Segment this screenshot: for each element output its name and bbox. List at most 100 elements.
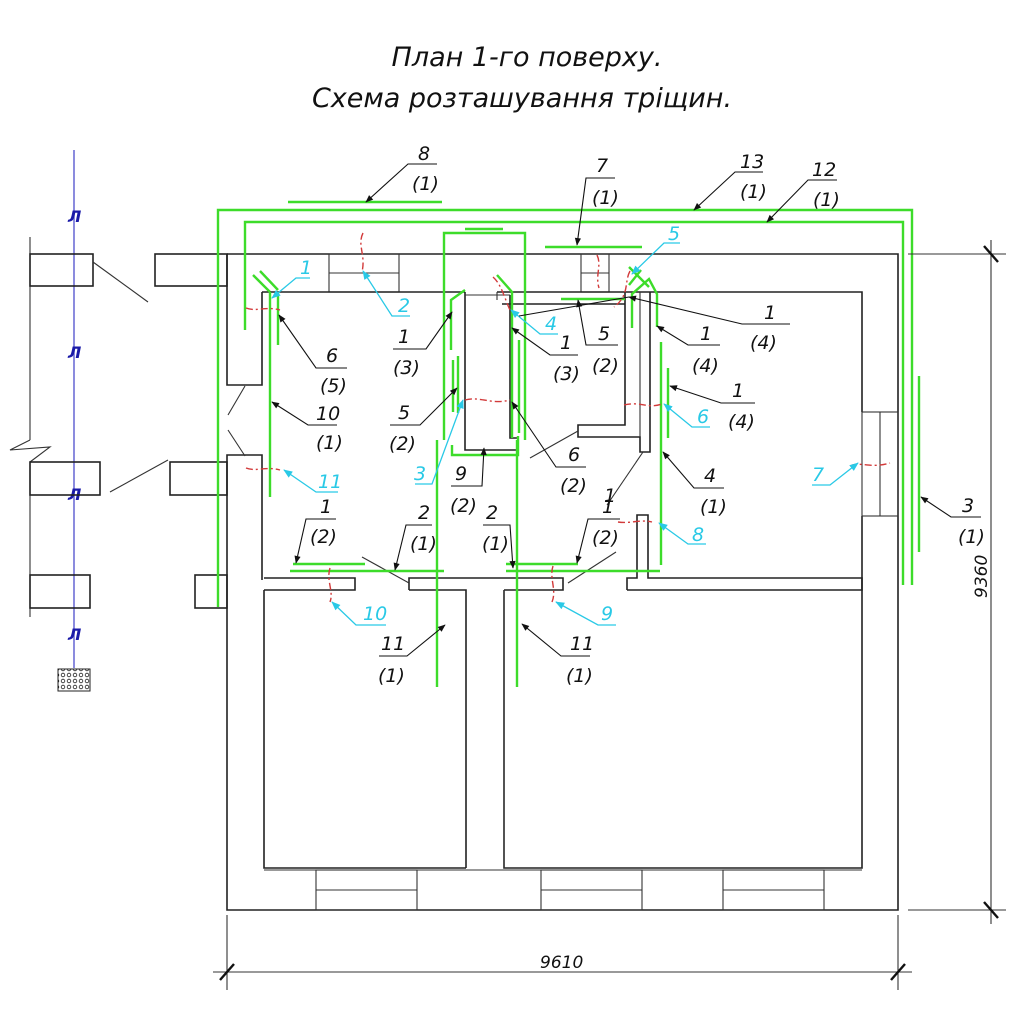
drawing-title-line2: Схема розташування тріщин. [312,83,732,114]
crack-line [328,567,332,603]
crack-line [245,307,281,311]
svg-text:(1): (1) [316,432,343,454]
dimension-width: 9610 [213,915,912,990]
svg-text:(1): (1) [700,496,727,518]
svg-text:6: 6 [326,345,338,367]
svg-text:3: 3 [414,463,426,485]
svg-text:11: 11 [570,633,594,655]
callout: 4 (1) [662,451,727,518]
svg-text:1: 1 [604,485,616,507]
callout: 1 (3) [393,311,453,379]
building-walls [154,253,899,911]
callout: 9 (2) [450,447,487,517]
svg-text:11: 11 [381,633,405,655]
width-dimension-label: 9610 [540,953,583,973]
svg-text:(1): (1) [740,181,767,203]
callout: 8 (1) [365,143,439,203]
svg-text:1: 1 [764,302,776,324]
crack-label: 5 [631,223,680,275]
svg-text:1: 1 [732,380,744,402]
crack-label: 10 [331,601,387,626]
svg-text:(1): (1) [813,189,840,211]
svg-text:(2): (2) [310,526,337,548]
callout: 6 (2) [511,401,587,497]
callout: 7 (1) [574,155,619,246]
callouts: 8 (1) 7 (1) 13 (1) 12 (1) 6 (5) [271,143,985,687]
callout: 1 (4) [518,295,790,354]
crack-labels: 1 2 3 4 5 6 7 8 [271,223,859,626]
crack-lines [245,232,891,603]
svg-text:(4): (4) [692,355,719,377]
crack-line [245,467,281,471]
crack-line [623,403,663,407]
svg-text:1: 1 [560,332,572,354]
height-dimension-label: 9360 [972,555,992,598]
axis-marker: Л [67,625,81,644]
gravel-hatch-symbol [57,668,91,692]
svg-text:(3): (3) [553,363,580,385]
crack-line [596,254,600,289]
svg-text:10: 10 [316,403,340,425]
callout: 1 (2) [294,496,337,564]
svg-text:2: 2 [398,295,410,317]
callout: 6 (5) [278,314,347,397]
svg-text:8: 8 [692,524,704,546]
crack-label: 7 [812,462,859,486]
svg-text:(1): (1) [378,665,405,687]
svg-text:13: 13 [740,151,764,173]
svg-text:9: 9 [601,603,613,625]
svg-text:12: 12 [812,159,836,181]
crack-label: 2 [362,270,410,317]
callout: 5 (2) [389,387,458,455]
callout: 11 (1) [521,623,594,687]
svg-text:6: 6 [568,444,580,466]
svg-text:5: 5 [598,323,610,345]
adjacent-structure [9,237,169,692]
svg-text:1: 1 [700,323,712,345]
svg-text:9: 9 [455,463,467,485]
dimension-height: 9360 [908,240,1006,924]
svg-text:(5): (5) [320,375,347,397]
crack-label: 6 [663,403,710,428]
callout: 13 (1) [693,151,767,211]
crack-label: 9 [555,601,616,626]
svg-text:2: 2 [418,502,430,524]
svg-text:7: 7 [812,464,824,486]
crack-label: 1 [271,257,312,299]
svg-text:(2): (2) [450,495,477,517]
svg-text:1: 1 [602,496,614,518]
crack-line [613,270,631,308]
axis-line-group: Л Л Л Л [67,150,81,668]
svg-text:1: 1 [398,326,410,348]
callout: 1 [604,485,616,507]
callout: 1 (3) [511,327,580,385]
svg-text:7: 7 [596,155,608,177]
svg-text:5: 5 [398,402,410,424]
callout: 5 (2) [576,299,619,377]
svg-text:(1): (1) [592,187,619,209]
svg-text:2: 2 [486,502,498,524]
svg-text:11: 11 [318,471,342,493]
svg-text:(1): (1) [410,533,437,555]
drawing-title-line1: План 1-го поверху. [392,42,663,73]
svg-text:(2): (2) [389,433,416,455]
svg-text:(2): (2) [560,475,587,497]
svg-text:10: 10 [363,603,387,625]
svg-text:(3): (3) [393,357,420,379]
callout: 1 (4) [656,323,720,377]
svg-text:4: 4 [704,465,716,487]
crack-line [464,398,511,403]
svg-text:(1): (1) [566,665,593,687]
axis-marker: Л [67,207,81,226]
svg-text:(4): (4) [728,411,755,433]
crack-line [492,276,511,311]
svg-text:4: 4 [545,313,557,335]
callout: 1 (4) [669,380,755,433]
svg-text:1: 1 [300,257,312,279]
svg-text:(2): (2) [592,527,619,549]
callout: 12 (1) [766,159,840,223]
svg-text:(1): (1) [412,173,439,195]
callout: 10 (1) [271,401,343,454]
callout: 3 (1) [920,495,985,548]
